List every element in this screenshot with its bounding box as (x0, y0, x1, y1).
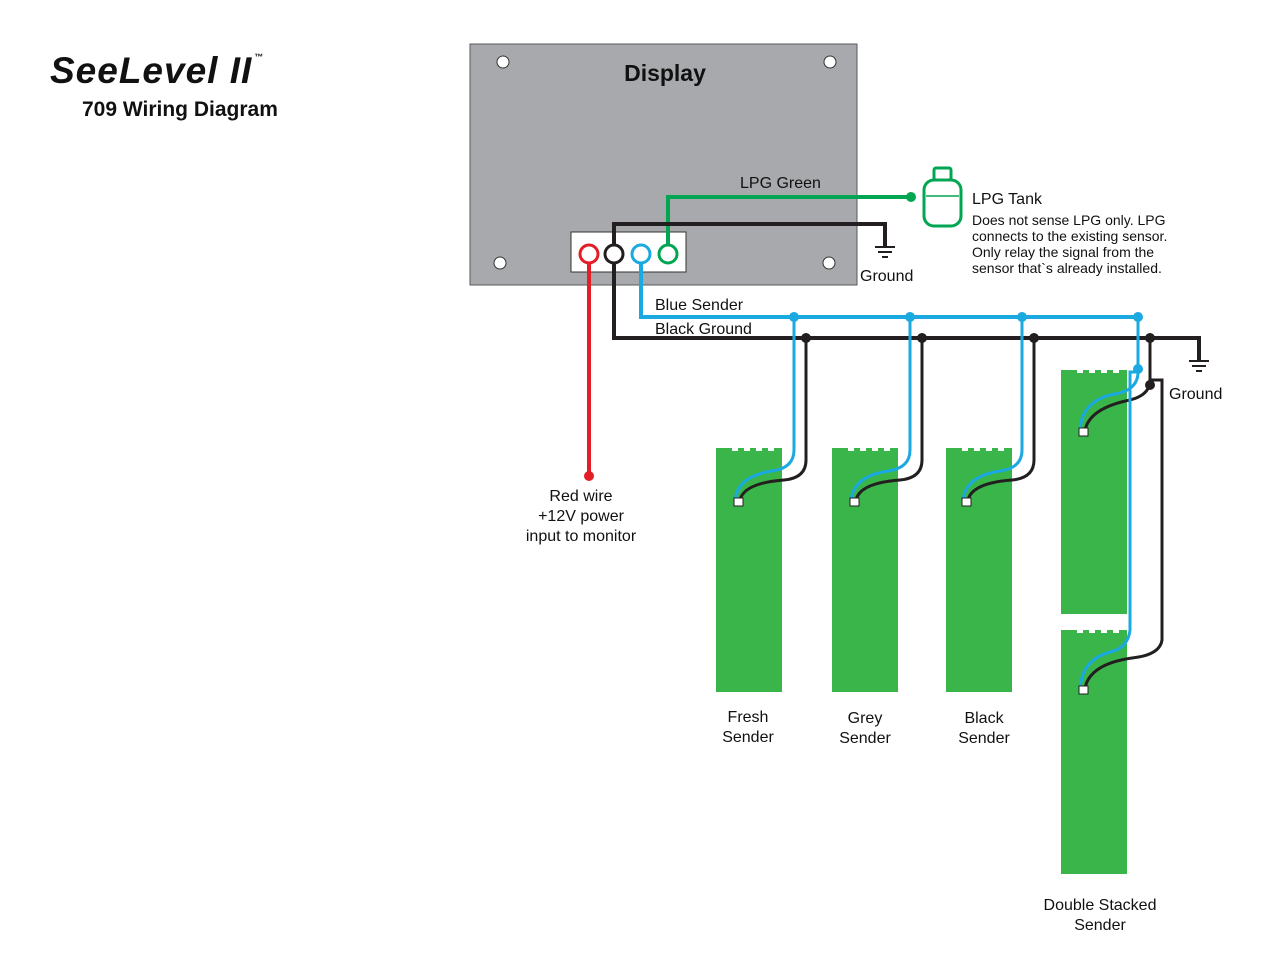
black-sender-wires (961, 317, 1036, 501)
logo-text: SeeLevel II (50, 50, 253, 91)
mounting-hole (823, 55, 837, 69)
red-wire-line: input to monitor (525, 528, 637, 545)
grey-connector (849, 497, 860, 507)
red-terminal (578, 243, 600, 265)
fresh-sender-wires (733, 317, 808, 501)
fresh-sender-body (716, 445, 782, 692)
red-wire-end (584, 471, 594, 481)
blue-sender-bus (639, 262, 1138, 319)
fresh-connector (733, 497, 744, 507)
sender-label-line: Sender (839, 730, 891, 747)
sender-label-line: Black (964, 710, 1004, 727)
lpg-note-line: Does not sense LPG only. LPG (972, 212, 1166, 228)
stacked-sender-wires (1078, 317, 1164, 689)
fresh-sender-label: Fresh Sender (698, 708, 798, 748)
green-terminal (657, 243, 679, 265)
bus-ground-label: Ground (1169, 386, 1223, 403)
grey-sender-wires (849, 317, 924, 501)
lpg-green-wire (666, 195, 911, 252)
diagram-title: 709 Wiring Diagram (82, 98, 278, 121)
mounting-hole (493, 256, 507, 270)
black-ground-label: Black Ground (655, 321, 752, 338)
stacked-lower-connector (1078, 685, 1089, 695)
grey-sender-body (832, 445, 898, 692)
blue-junctions (789, 312, 1143, 374)
double-stacked-sender-label: Double Stacked Sender (1020, 896, 1180, 936)
stacked-sender-upper-body (1061, 367, 1127, 614)
sender-label-line: Fresh (727, 709, 769, 726)
display-title: Display (624, 60, 706, 86)
lpg-wire-end (906, 192, 916, 202)
trademark: ™ (254, 52, 265, 62)
black-sender-label: Black Sender (934, 709, 1034, 749)
black-ground-bus (612, 262, 1201, 360)
lpg-note-line: connects to the existing sensor. (972, 228, 1168, 244)
mounting-hole (496, 55, 510, 69)
black-junctions (801, 333, 1155, 390)
blue-terminal (630, 243, 652, 265)
blue-sender-label: Blue Sender (655, 297, 744, 314)
display-ground-wire (612, 222, 887, 252)
black-terminal (603, 243, 625, 265)
black-sender-body (946, 445, 1012, 692)
sender-label-line: Grey (847, 710, 883, 727)
lpg-note: Does not sense LPG only. LPG connects to… (972, 212, 1232, 276)
display-ground-icon (875, 246, 895, 258)
stacked-upper-connector (1078, 427, 1089, 437)
sender-label-line: Sender (1074, 917, 1126, 934)
lpg-green-label: LPG Green (740, 175, 821, 192)
grey-sender-label: Grey Sender (815, 709, 915, 749)
lpg-tank-icon (922, 166, 963, 228)
lpg-note-line: Only relay the signal from the (972, 244, 1155, 260)
sender-label-line: Sender (958, 730, 1010, 747)
black-connector (961, 497, 972, 507)
red-wire-label: Red wire +12V power input to monitor (500, 487, 662, 547)
display-ground-label: Ground (860, 268, 914, 285)
mounting-hole (822, 256, 836, 270)
lpg-note-line: sensor that`s already installed. (972, 260, 1162, 276)
lpg-tank-label: LPG Tank (972, 191, 1042, 208)
sender-label-line: Sender (722, 729, 774, 746)
red-wire-line: Red wire (549, 488, 613, 505)
red-wire-line: +12V power (538, 508, 624, 525)
sender-label-line: Double Stacked (1043, 897, 1157, 914)
bus-ground-icon (1189, 360, 1209, 372)
stacked-sender-lower-body (1061, 627, 1127, 874)
